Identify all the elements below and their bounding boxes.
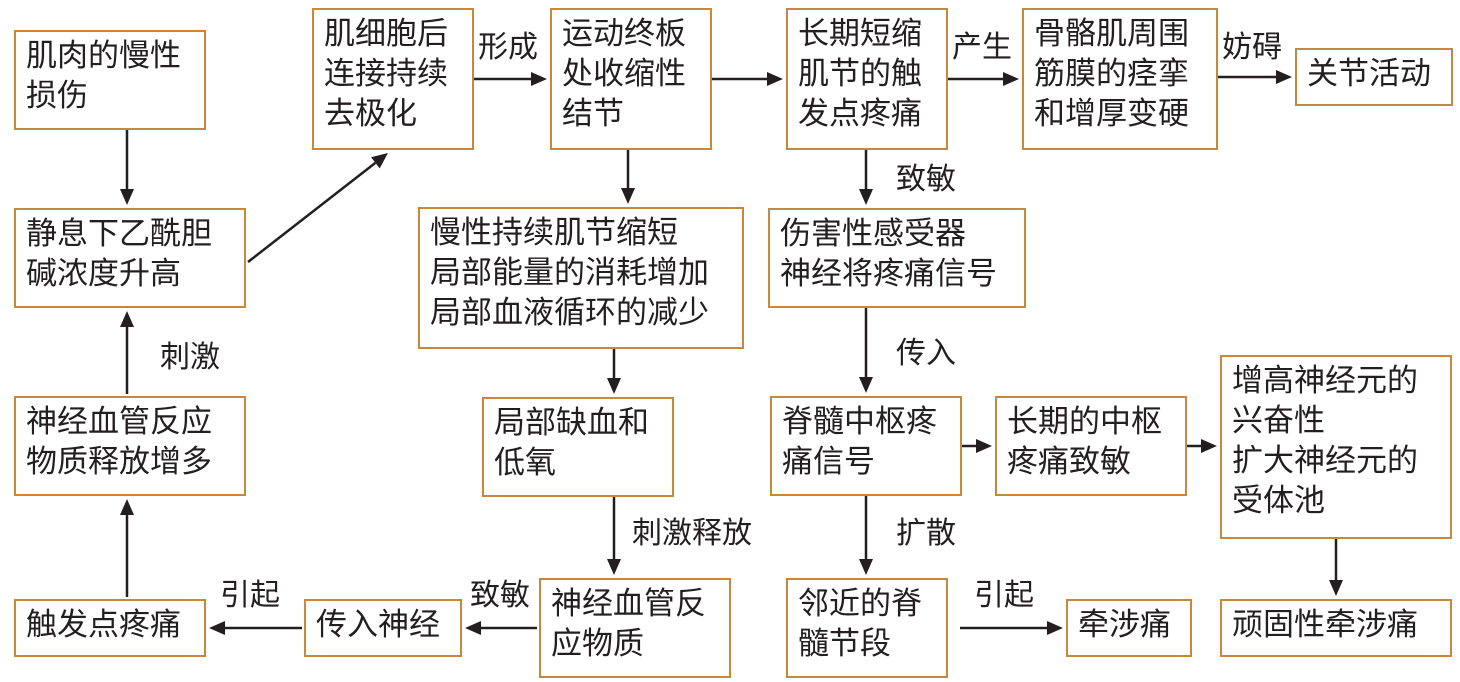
box-ischemia: 局部缺血和 低氧 — [482, 397, 674, 497]
arrow-release-to-ach-head — [120, 311, 134, 327]
box-neuro-release-more: 神经血管反应 物质释放增多 — [14, 396, 246, 496]
label-spread: 扩散 — [896, 516, 956, 551]
box-chronic-shortening: 慢性持续肌节缩短 局部能量的消耗增加 局部血液循环的减少 — [418, 207, 744, 349]
box-adjacent-segment: 邻近的脊 髓节段 — [786, 578, 948, 678]
arrow-neuron-to-persistent-head — [1329, 580, 1343, 596]
arrow-ach-to-postsynaptic-line — [247, 161, 377, 263]
box-central-sensitization: 长期的中枢 疼痛致敏 — [995, 396, 1187, 496]
label-produce: 产生 — [952, 30, 1012, 65]
arrow-injury-to-ach-head — [120, 189, 134, 205]
box-persistent-referred-pain: 顽固性牵涉痛 — [1220, 599, 1452, 657]
box-motor-endplate: 运动终板 处收缩性 结节 — [550, 8, 712, 150]
arrow-nociceptor-to-spinal-head — [859, 377, 873, 393]
box-spinal-signal: 脊髓中枢疼 痛信号 — [770, 396, 962, 496]
arrow-substance-to-nerve-head — [465, 621, 481, 635]
label-cause-right: 引起 — [974, 578, 1034, 613]
box-trigger-pain-left: 触发点疼痛 — [14, 599, 206, 657]
label-stimulate-release: 刺激释放 — [632, 516, 752, 551]
arrow-ach-to-postsynaptic-head — [371, 153, 388, 169]
arrow-endplate-to-shortening-head — [621, 188, 635, 204]
label-cause-left: 引起 — [220, 578, 280, 613]
arrow-trigger-to-release-head — [120, 499, 134, 515]
arrow-trigger-to-fascia-head — [1003, 72, 1019, 86]
arrow-fascia-to-joint-head — [1276, 70, 1292, 84]
box-neuron-excitability: 增高神经元的 兴奋性 扩大神经元的 受体池 — [1220, 355, 1452, 539]
box-joint-activity: 关节活动 — [1295, 48, 1453, 106]
label-transmit: 传入 — [896, 336, 956, 371]
arrow-endplate-to-trigger-head — [767, 72, 783, 86]
label-form: 形成 — [478, 30, 538, 65]
box-ach-rise: 静息下乙酰胆 碱浓度升高 — [14, 208, 246, 308]
label-sensitize-bottom: 致敏 — [470, 578, 530, 613]
box-nociceptor: 伤害性感受器 神经将疼痛信号 — [768, 208, 1026, 308]
box-afferent-nerve: 传入神经 — [304, 599, 462, 657]
arrow-nerve-to-trigger-head — [209, 621, 225, 635]
label-sensitize-top: 致敏 — [896, 162, 956, 197]
arrow-adjacent-to-referred-head — [1047, 621, 1063, 635]
box-referred-pain: 牵涉痛 — [1066, 599, 1192, 657]
arrow-spinal-to-central-head — [976, 439, 992, 453]
label-stimulate: 刺激 — [160, 340, 220, 375]
arrow-trigger-to-nociceptor-head — [859, 189, 873, 205]
label-hinder: 妨碍 — [1222, 30, 1282, 65]
box-fascia: 骨骼肌周围 筋膜的痉挛 和增厚变硬 — [1022, 8, 1218, 150]
arrow-spinal-to-adjacent-head — [859, 559, 873, 575]
box-long-term-trigger: 长期短缩 肌节的触 发点疼痛 — [786, 8, 948, 150]
arrow-ischemia-to-substance-head — [607, 559, 621, 575]
arrow-postsynaptic-to-endplate-head — [531, 72, 547, 86]
box-neuro-substance: 神经血管反 应物质 — [539, 578, 731, 678]
arrow-shortening-to-ischemia-head — [607, 378, 621, 394]
arrow-central-to-neuron-head — [1201, 439, 1217, 453]
box-muscle-injury: 肌肉的慢性 损伤 — [14, 30, 206, 130]
box-post-synaptic: 肌细胞后 连接持续 去极化 — [312, 8, 474, 150]
